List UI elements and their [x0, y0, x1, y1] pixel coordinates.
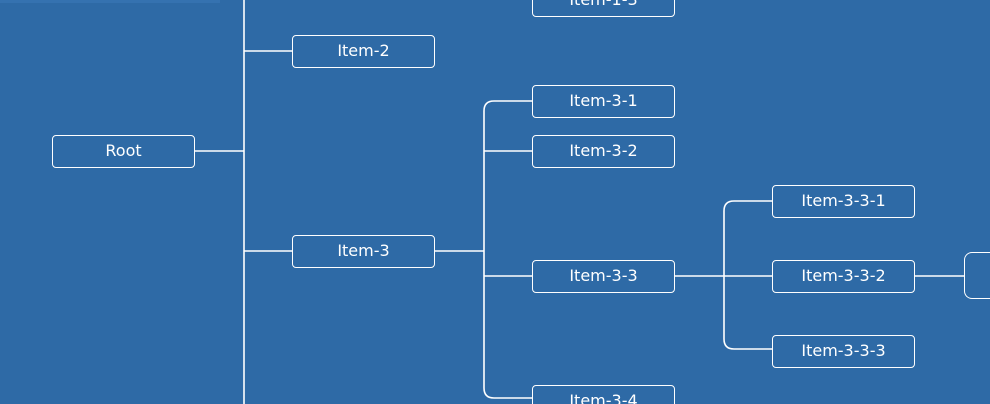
node-item-3-3[interactable]: Item-3-3 — [532, 260, 675, 293]
node-item-3[interactable]: Item-3 — [292, 235, 435, 268]
node-item-3-3-3[interactable]: Item-3-3-3 — [772, 335, 915, 368]
node-item-2[interactable]: Item-2 — [292, 35, 435, 68]
node-item-3-3-2-child[interactable] — [964, 252, 990, 299]
node-item-3-2[interactable]: Item-3-2 — [532, 135, 675, 168]
node-item-3-3-2[interactable]: Item-3-3-2 — [772, 260, 915, 293]
connector-item-3-trunk — [483, 100, 532, 399]
node-item-1-3[interactable]: Item-1-3 — [532, 0, 675, 17]
node-root[interactable]: Root — [52, 135, 195, 168]
top-edge-strip — [0, 0, 220, 3]
connector-item-3-3-trunk — [723, 200, 772, 350]
node-item-3-3-1[interactable]: Item-3-3-1 — [772, 185, 915, 218]
node-item-3-4[interactable]: Item-3-4 — [532, 385, 675, 404]
node-item-3-1[interactable]: Item-3-1 — [532, 85, 675, 118]
